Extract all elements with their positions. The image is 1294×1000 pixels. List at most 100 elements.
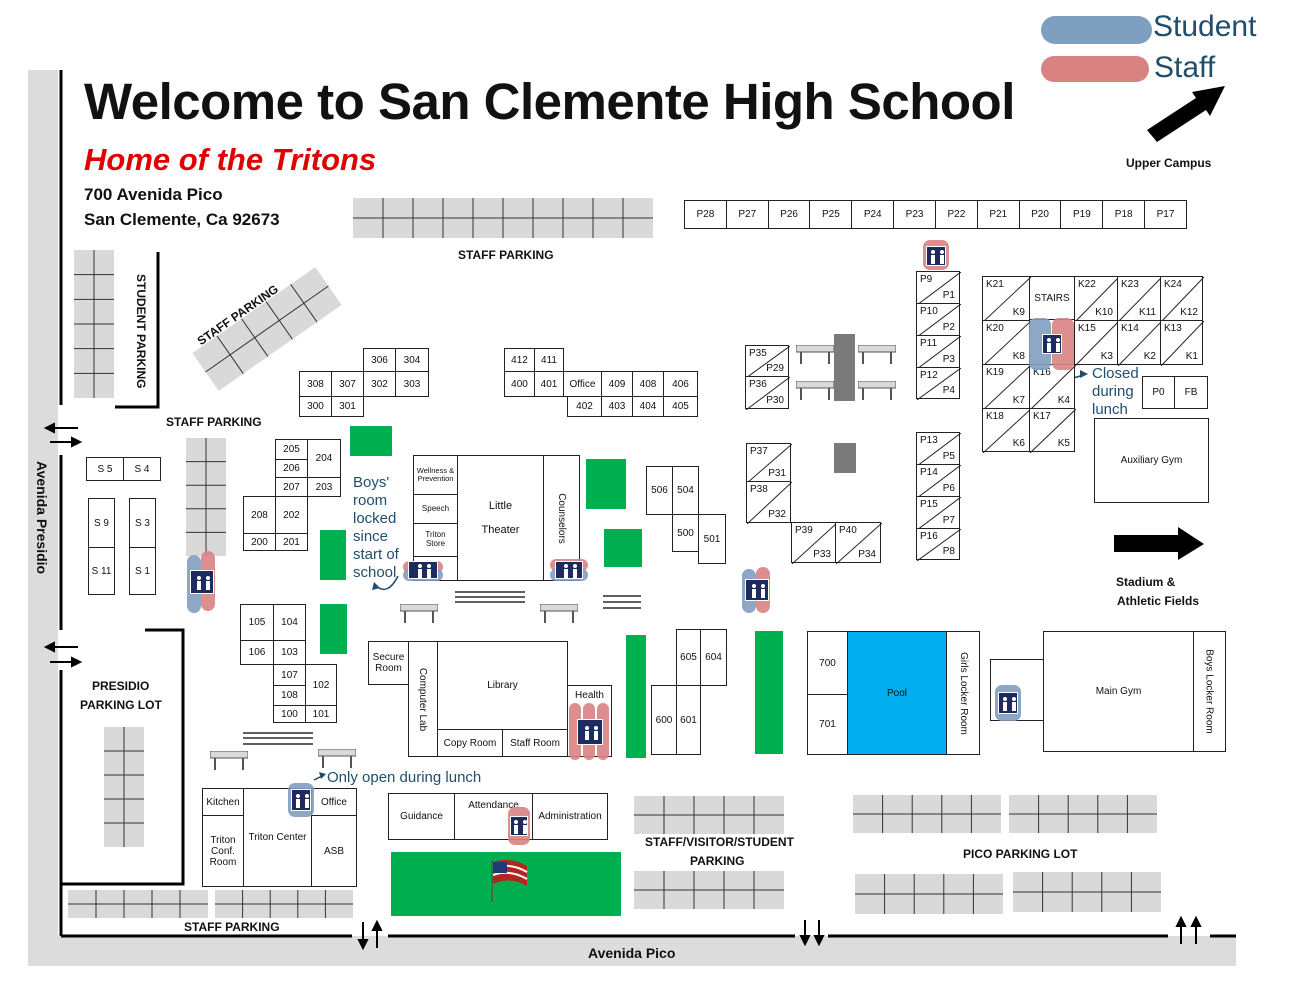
classroom-k15-k3-divider	[1075, 321, 1119, 366]
portable-p36-p30-upper: P36	[749, 379, 767, 390]
portable-p19: P19	[1060, 201, 1103, 228]
girls-locker-room: Girls Locker Room	[946, 631, 980, 755]
portable-p38-p32-lower: P32	[768, 509, 786, 520]
bench-icon	[795, 344, 835, 365]
room-s4: S 4	[123, 457, 161, 481]
room-207: 207	[275, 477, 308, 497]
room-s1: S 1	[129, 547, 156, 595]
portable-p9-p1-upper: P9	[920, 274, 933, 285]
room-103: 103	[273, 640, 306, 665]
portable-p22: P22	[934, 201, 977, 228]
room-411: 411	[534, 348, 564, 372]
portable-p11-p3-lower: P3	[942, 354, 955, 365]
parking-lot	[634, 871, 784, 909]
classroom-k24-k12-divider	[1161, 277, 1204, 322]
portable-p24: P24	[851, 201, 894, 228]
restroom-icon	[995, 685, 1021, 721]
portable-p40-p34-upper: P40	[839, 525, 857, 536]
room-205: 205	[275, 439, 308, 460]
parking-lot	[1009, 795, 1157, 833]
portable-p16-p8-upper: P16	[920, 531, 938, 542]
classroom-k20-k8-divider	[983, 321, 1031, 366]
classroom-k19-k7-divider	[983, 365, 1031, 410]
portable-p36-p30-divider	[746, 377, 790, 410]
classroom-k21-k9-upper: K21	[986, 279, 1004, 290]
classroom-k17-k5-upper: K17	[1033, 411, 1051, 422]
portable-p18: P18	[1102, 201, 1145, 228]
closed-lunch-note: Closed during lunch	[1092, 365, 1139, 419]
room-303: 303	[395, 371, 429, 397]
boys-room-note-line1: Boys'	[353, 474, 390, 491]
classroom-k21-k9-divider	[983, 277, 1031, 322]
room-506: 506	[646, 466, 673, 515]
portable-p10-p2-divider	[917, 304, 961, 337]
room-501: 501	[698, 514, 726, 564]
pico-parking-label: PICO PARKING LOT	[963, 847, 1078, 861]
bench-icon	[857, 344, 897, 365]
parking-lot	[353, 198, 653, 238]
portable-p23: P23	[893, 201, 935, 228]
boys-room-note: Boys' room locked since start of school	[353, 474, 399, 582]
room-s3: S 3	[129, 498, 156, 548]
classroom-k17-k5-divider	[1030, 409, 1076, 453]
attendance-label: Attendance	[468, 800, 519, 811]
address-line-2: San Clemente, Ca 92673	[84, 210, 280, 229]
room-406: 406	[663, 371, 698, 397]
bench-icon	[399, 603, 439, 624]
classroom-k14-k2-lower: K2	[1143, 351, 1156, 362]
portable-p37-p31-lower: P31	[768, 468, 786, 479]
staff-room: Staff Room	[502, 729, 568, 757]
portable-p21: P21	[976, 201, 1019, 228]
legend-student-label: Student	[1153, 10, 1257, 43]
boys-room-note-line4: since	[353, 528, 389, 545]
administration: Administration	[532, 793, 608, 840]
bench-icon	[857, 380, 897, 401]
portable-p35-p29-lower: P29	[766, 363, 784, 374]
avenida-pico-road	[28, 936, 1236, 966]
office-400: Office	[563, 371, 602, 397]
room-203: 203	[307, 477, 341, 497]
computer-lab-label: Computer Lab	[417, 667, 429, 731]
portable-p35-p29-divider	[746, 346, 790, 378]
restroom-icon	[187, 551, 217, 613]
stairs-label: STAIRS	[1034, 293, 1070, 304]
page-subtitle: Home of the Tritons	[84, 142, 377, 177]
only-open-note: Only open during lunch	[327, 769, 482, 786]
room-600: 600	[651, 685, 677, 755]
portable-p13-p5-divider	[917, 433, 961, 466]
staff-parking-top-label: STAFF PARKING	[458, 248, 554, 262]
restroom-icon	[403, 557, 443, 583]
parking-lot	[215, 890, 353, 918]
health-label: Health	[575, 690, 604, 701]
legend-staff-label: Staff	[1154, 51, 1216, 84]
portable-p14-p6-lower: P6	[942, 483, 955, 494]
room-412: 412	[504, 348, 535, 372]
classroom-k23-k11-upper: K23	[1121, 279, 1139, 290]
room-302: 302	[363, 371, 396, 397]
boys-room-note-line5: start of	[353, 546, 399, 563]
parking-lot	[853, 795, 1001, 833]
portable-p12-p4-divider	[917, 368, 961, 400]
room-402: 402	[567, 396, 602, 417]
portable-p11-p3-divider	[917, 336, 961, 369]
portable-p39-p33-divider	[792, 523, 837, 564]
classroom-k13-k1-divider	[1161, 321, 1204, 366]
staff-parking-bottom-label: STAFF PARKING	[184, 920, 280, 934]
room-208: 208	[243, 496, 276, 534]
asb-room: ASB	[311, 815, 357, 887]
entry-arrows-top	[43, 422, 83, 448]
portable-p39-p33-upper: P39	[795, 525, 813, 536]
entry-arrows-pico-3	[1175, 915, 1202, 944]
room-408: 408	[632, 371, 664, 397]
closed-note-line2: during	[1092, 383, 1134, 400]
classroom-k22-k10-divider	[1075, 277, 1119, 322]
